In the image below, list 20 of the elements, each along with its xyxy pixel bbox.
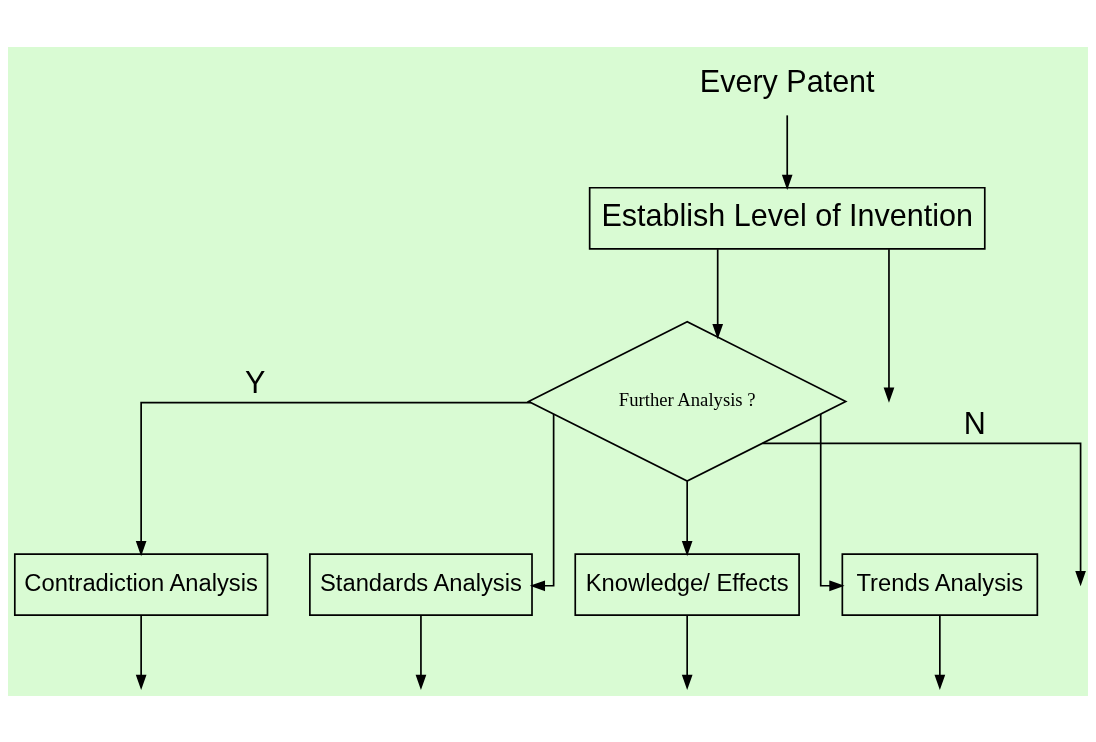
arrow xyxy=(781,114,793,190)
arrow xyxy=(135,401,532,556)
edge-label: N xyxy=(963,405,986,440)
arrow xyxy=(681,613,693,690)
arrow xyxy=(761,441,1086,586)
node-box: Establish Level of Invention xyxy=(588,186,986,250)
node-box: Standards Analysis xyxy=(309,552,533,616)
arrow xyxy=(934,613,946,690)
node-box: Trends Analysis xyxy=(841,552,1039,616)
arrow xyxy=(415,613,427,690)
node-text: Every Patent xyxy=(699,63,875,98)
arrow xyxy=(712,248,724,339)
node-box: Contradiction Analysis xyxy=(13,552,269,616)
arrow xyxy=(681,479,693,556)
arrow xyxy=(819,412,845,591)
arrow xyxy=(135,613,147,690)
node-box: Knowledge/ Effects xyxy=(574,552,800,616)
arrow xyxy=(883,248,895,403)
edge-label: Y xyxy=(245,364,266,399)
arrow xyxy=(529,412,555,591)
